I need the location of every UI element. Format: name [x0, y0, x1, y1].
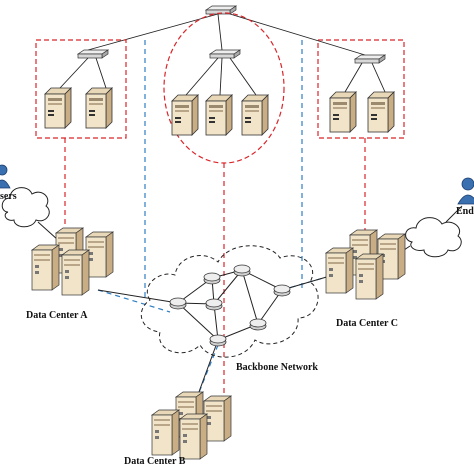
backbone-label: Backbone Network [236, 362, 318, 373]
user-right [457, 177, 474, 205]
server-icon [85, 87, 113, 129]
server-icon [171, 94, 199, 136]
router-icon [205, 298, 223, 311]
router-icon [233, 264, 251, 277]
cloud-left-icon [1, 187, 50, 228]
switch-icon [354, 54, 386, 64]
datacenter-b-label: Data Center B [124, 456, 186, 467]
blue-dashed-links [97, 40, 331, 401]
server-group-right [317, 39, 405, 139]
switch-icon [209, 49, 241, 59]
router-icon [273, 284, 291, 297]
user-icon [461, 177, 474, 191]
server-icon [367, 91, 395, 133]
server-group-middle [163, 12, 285, 164]
datacenter-a-label: Data Center A [26, 310, 88, 321]
router-icon [203, 272, 221, 285]
datacenter-b-icon [151, 391, 232, 460]
server-icon [241, 94, 269, 136]
user-icon [0, 164, 8, 176]
user-left [0, 164, 11, 189]
cloud-right-icon [405, 217, 462, 258]
backbone-links [97, 269, 331, 401]
datacenter-c-label: Data Center C [336, 318, 398, 329]
users-right-label: End [456, 206, 474, 217]
router-icon [249, 318, 267, 331]
backbone-cloud-icon [140, 245, 319, 358]
user-left-link [37, 221, 59, 241]
server-group-left [35, 39, 127, 139]
datacenter-c-icon [325, 229, 406, 300]
users-left-label: sers [0, 191, 17, 202]
top-tree-links [59, 13, 386, 96]
server-icon [44, 87, 72, 129]
server-icon [329, 91, 357, 133]
switch-icon [77, 49, 109, 59]
server-icon [205, 94, 233, 136]
datacenter-a-icon [31, 227, 114, 296]
router-icon [169, 297, 187, 310]
router-icon [209, 334, 227, 347]
